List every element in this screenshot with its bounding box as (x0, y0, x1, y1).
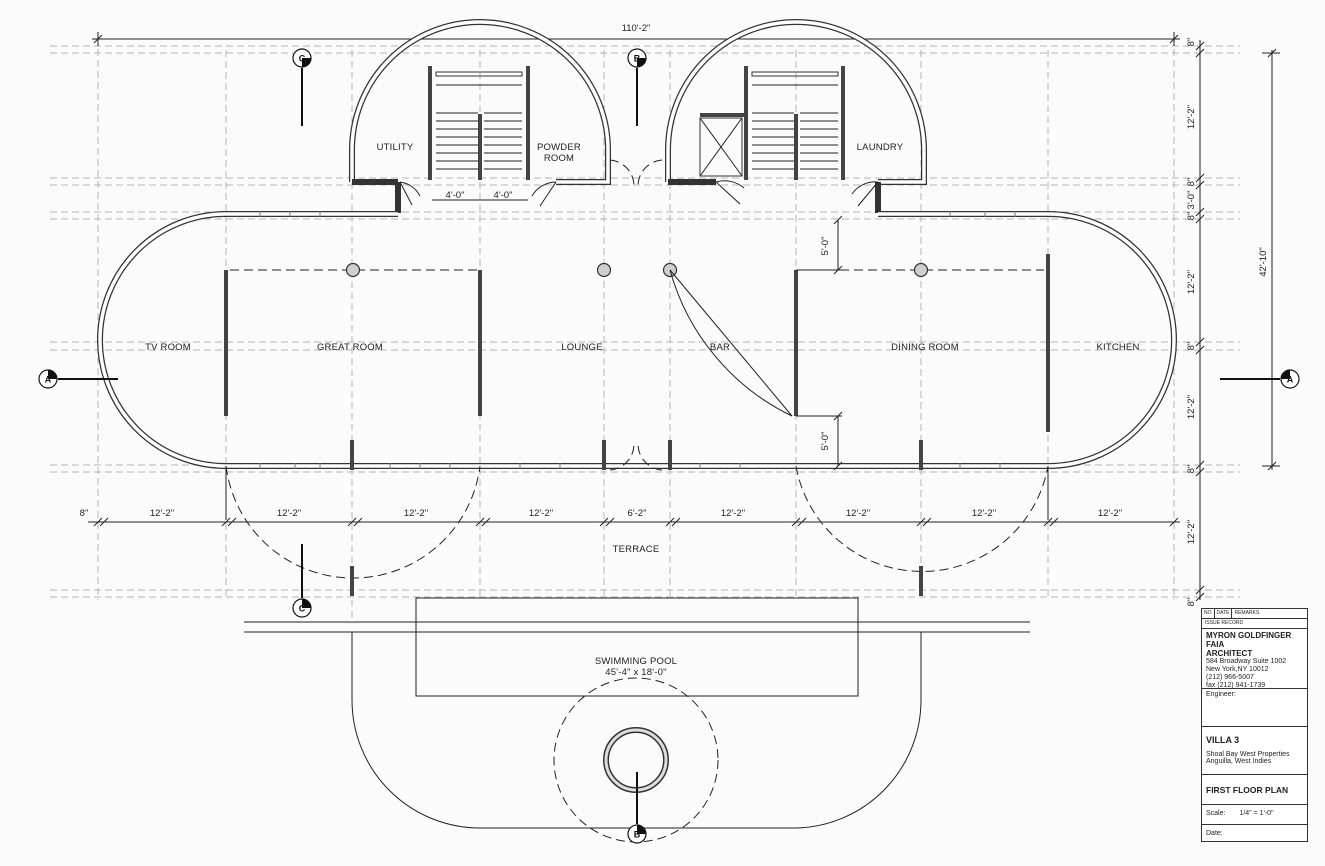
dim-bottom-6: 12'-2" (721, 508, 745, 519)
col-remarks: REMARKS (1234, 610, 1260, 616)
col-date: DATE (1215, 609, 1233, 618)
svg-text:C: C (299, 54, 306, 64)
client-line-1: Shoal Bay West Properties (1206, 751, 1290, 758)
section-marker-b-bottom: B (627, 772, 647, 844)
top-left-pod: 4'-0" 4'-0" UTILITY POWDER ROOM (349, 19, 611, 213)
room-dining-room: DINING ROOM (891, 342, 959, 353)
issue-record: ISSUE RECORD (1202, 619, 1307, 629)
svg-text:B: B (634, 830, 641, 840)
dim-right-2: 8" (1186, 178, 1197, 187)
section-marker-c-bottom: C (292, 544, 312, 618)
fax: fax (212) 941-1739 (1206, 682, 1266, 689)
project-info: VILLA 3 Shoal Bay West Properties Anguil… (1202, 727, 1307, 775)
room-laundry: LAUNDRY (857, 142, 904, 153)
main-pavilion: 5'-0" 5'-0" TV ROOM GREAT ROOM LOUNGE BA… (97, 211, 1177, 471)
area-terrace: TERRACE (613, 544, 660, 555)
dim-right-0: 8" (1186, 38, 1197, 47)
section-marker-c-top: C (292, 48, 312, 126)
sheet-title-row: FIRST FLOOR PLAN (1202, 775, 1307, 805)
room-kitchen: KITCHEN (1096, 342, 1139, 353)
section-marker-a-left: A (38, 369, 118, 389)
dim-bottom-2: 12'-2" (277, 508, 301, 519)
scale-value: 1/4" = 1'-0" (1239, 810, 1274, 817)
dim-right-7: 12'-2" (1186, 395, 1197, 419)
stair-left (435, 71, 523, 180)
dim-bottom-8: 12'-2" (972, 508, 996, 519)
dim-right-4: 8" (1186, 212, 1197, 221)
dim-right-9: 12'-2" (1186, 520, 1197, 544)
firm-title: ARCHITECT (1206, 649, 1253, 658)
address-line-2: New York,NY 10012 (1206, 666, 1269, 673)
dim-right-1: 12'-2" (1186, 105, 1197, 129)
bar-dim-bottom: 5'-0" (820, 432, 831, 451)
dim-bottom-3: 12'-2" (404, 508, 428, 519)
svg-text:A: A (45, 375, 52, 385)
date-row: Date: (1202, 825, 1307, 841)
dim-bottom-0: 8" (80, 508, 89, 519)
bar-dim-top: 5'-0" (820, 237, 831, 256)
architect-info: MYRON GOLDFINGER FAIA ARCHITECT 584 Broa… (1202, 629, 1307, 689)
client-line-2: Anguilla, West Indies (1206, 758, 1272, 765)
overall-width-label: 110'-2" (622, 23, 651, 34)
dim-right-10: 8" (1186, 598, 1197, 607)
date-label: Date: (1206, 830, 1223, 837)
engineer-field: Engineer: (1202, 689, 1307, 727)
stair-width-dim-a: 4'-0" (446, 190, 465, 201)
section-marker-b-top: B (627, 48, 647, 126)
room-lounge: LOUNGE (561, 342, 602, 353)
pool-size: 45'-4" x 18'-0" (605, 667, 666, 678)
firm-name: MYRON GOLDFINGER FAIA (1206, 631, 1292, 649)
phone: (212) 966-5007 (1206, 674, 1254, 681)
bottom-dimension-string: 8" 12'-2" 12'-2" 12'-2" 12'-2" 6'-2" 12'… (80, 508, 1180, 527)
dim-right-3: 3'-0" (1186, 191, 1197, 210)
room-utility: UTILITY (377, 142, 414, 153)
dim-right-6: 8" (1186, 342, 1197, 351)
svg-text:B: B (634, 54, 641, 64)
dim-bottom-7: 12'-2" (846, 508, 870, 519)
dim-bottom-9: 12'-2" (1098, 508, 1122, 519)
overall-width-dimension: 110'-2" (92, 23, 1180, 46)
col-no: NO (1202, 609, 1215, 618)
engineer-label: Engineer: (1206, 691, 1236, 698)
terrace: TERRACE (225, 465, 1049, 596)
svg-text:A: A (1287, 375, 1294, 385)
scale-row: Scale: 1/4" = 1'-0" (1202, 805, 1307, 825)
project-name: VILLA 3 (1206, 735, 1240, 745)
address-line-1: 584 Broadway Suite 1002 (1206, 658, 1287, 665)
stair-width-dim-b: 4'-0" (494, 190, 513, 201)
pool-label: SWIMMING POOL (595, 656, 677, 667)
dim-bottom-4: 12'-2" (529, 508, 553, 519)
right-dimension-string: 8" 12'-2" 8" 3'-0" 8" 12'-2" 8" 12'-2" 8… (1186, 38, 1280, 607)
stair-right (751, 71, 839, 180)
dim-right-5: 12'-2" (1186, 270, 1197, 294)
dim-right-8: 8" (1186, 465, 1197, 474)
grid-lines (50, 38, 1240, 620)
section-marker-a-right: A (1220, 369, 1300, 389)
dim-bottom-5: 6'-2" (628, 508, 647, 519)
room-bar: BAR (710, 342, 730, 353)
room-powder-2: ROOM (544, 153, 574, 164)
room-tv-room: TV ROOM (145, 342, 191, 353)
overall-depth-label: 42'-10" (1258, 247, 1269, 276)
dim-bottom-1: 12'-2" (150, 508, 174, 519)
top-right-pod: LAUNDRY (665, 19, 927, 213)
sheet-title: FIRST FLOOR PLAN (1206, 785, 1289, 795)
room-powder-1: POWDER (537, 142, 581, 153)
room-great-room: GREAT ROOM (317, 342, 383, 353)
issue-table-header: NO DATE REMARKS (1202, 609, 1307, 619)
svg-text:C: C (299, 604, 306, 614)
scale-label: Scale: (1206, 810, 1226, 817)
title-block: NO DATE REMARKS ISSUE RECORD MYRON GOLDF… (1201, 608, 1308, 842)
